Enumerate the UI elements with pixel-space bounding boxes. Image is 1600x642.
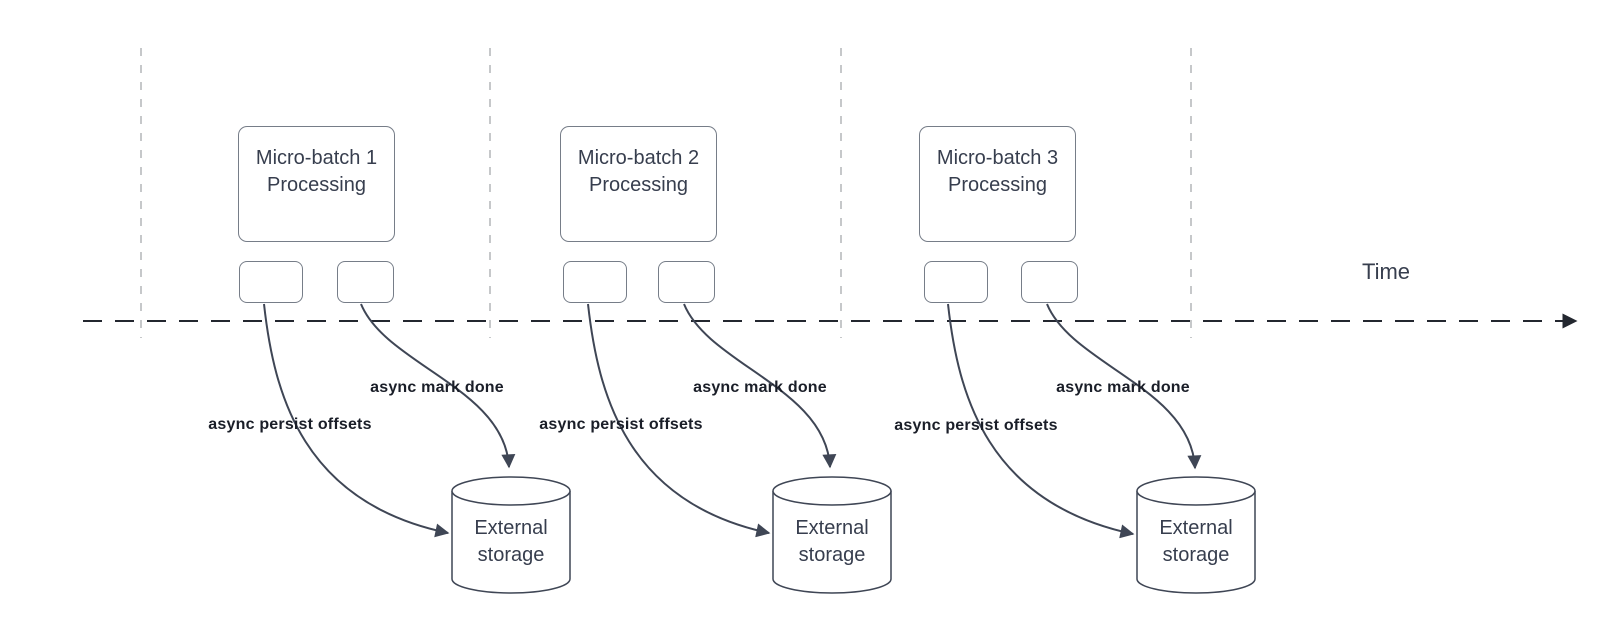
- microbatch-3-title: Micro-batch 3 Processing: [936, 147, 1059, 196]
- microbatch-2-task-box-a: [563, 261, 627, 303]
- persist-offsets-arrow-2: [587, 303, 771, 538]
- external-storage-label-2: External storage: [795, 517, 869, 566]
- external-storage-label-1: External storage: [474, 517, 548, 566]
- external-storage-label-3: External storage: [1159, 517, 1233, 566]
- microbatch-3-task-box-a: [924, 261, 988, 303]
- mark-done-arrow-2: [683, 303, 837, 469]
- microbatch-1-task-box-b: [337, 261, 394, 303]
- persist-offsets-label-3: async persist offsets: [894, 417, 1058, 434]
- time-axis-label: Time: [1361, 259, 1411, 284]
- microbatch-1-task-box-a: [239, 261, 303, 303]
- microbatch-2-processing-box: Micro-batch 2 Processing: [560, 126, 717, 242]
- mark-done-label-3: async mark done: [1056, 379, 1190, 396]
- persist-offsets-label-1: async persist offsets: [208, 416, 372, 433]
- external-storage-cylinder-3: [1136, 476, 1256, 594]
- external-storage-cylinder-1: [451, 476, 571, 594]
- mark-done-label-1: async mark done: [370, 379, 504, 396]
- persist-offsets-arrow-1: [263, 303, 450, 538]
- microbatch-2-task-box-b: [658, 261, 715, 303]
- mark-done-arrow-3: [1046, 303, 1202, 470]
- mark-done-arrow-1: [360, 303, 516, 469]
- microbatch-2-title: Micro-batch 2 Processing: [577, 147, 700, 196]
- microbatch-1-processing-box: Micro-batch 1 Processing: [238, 126, 395, 242]
- external-storage-cylinder-2: [772, 476, 892, 594]
- microbatch-3-task-box-b: [1021, 261, 1078, 303]
- microbatch-3-processing-box: Micro-batch 3 Processing: [919, 126, 1076, 242]
- persist-offsets-arrow-3: [947, 303, 1135, 539]
- mark-done-label-2: async mark done: [693, 379, 827, 396]
- microbatch-1-title: Micro-batch 1 Processing: [255, 147, 378, 196]
- persist-offsets-label-2: async persist offsets: [539, 416, 703, 433]
